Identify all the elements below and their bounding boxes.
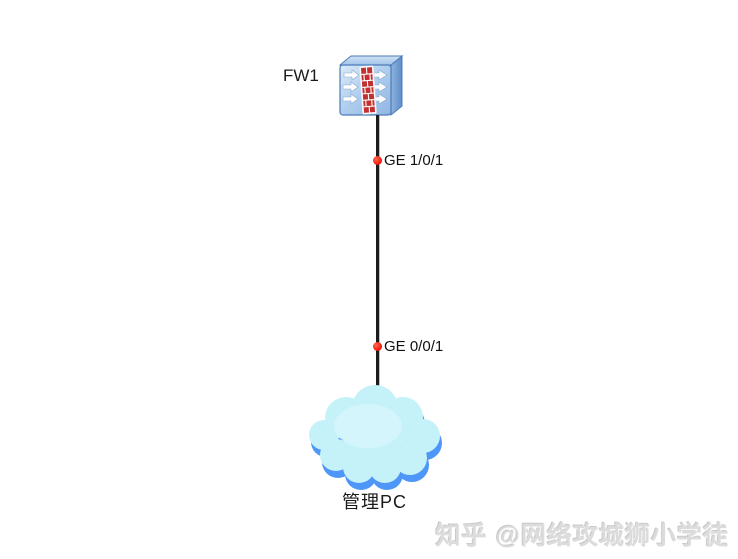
firewall-icon[interactable] [338,53,404,117]
port-label-ge-1-0-1: GE 1/0/1 [384,152,444,169]
zhihu-watermark: 知乎 @网络攻城狮小学徒 [435,522,729,550]
port-endpoint-dot-pc [373,342,382,351]
port-label-ge-0-0-1: GE 0/0/1 [384,338,444,355]
cloud-highlight [334,404,402,448]
management-pc-cloud-icon[interactable] [306,382,448,494]
management-pc-label: 管理PC [342,492,408,512]
firewall-brick-wall [359,65,377,115]
link-line[interactable] [376,115,379,397]
firewall-icon-right-face [390,54,403,117]
port-endpoint-dot-fw [373,156,382,165]
firewall-device-label: FW1 [283,66,319,85]
firewall-icon-top-face [338,55,404,66]
firewall-arrows-in [342,69,360,105]
